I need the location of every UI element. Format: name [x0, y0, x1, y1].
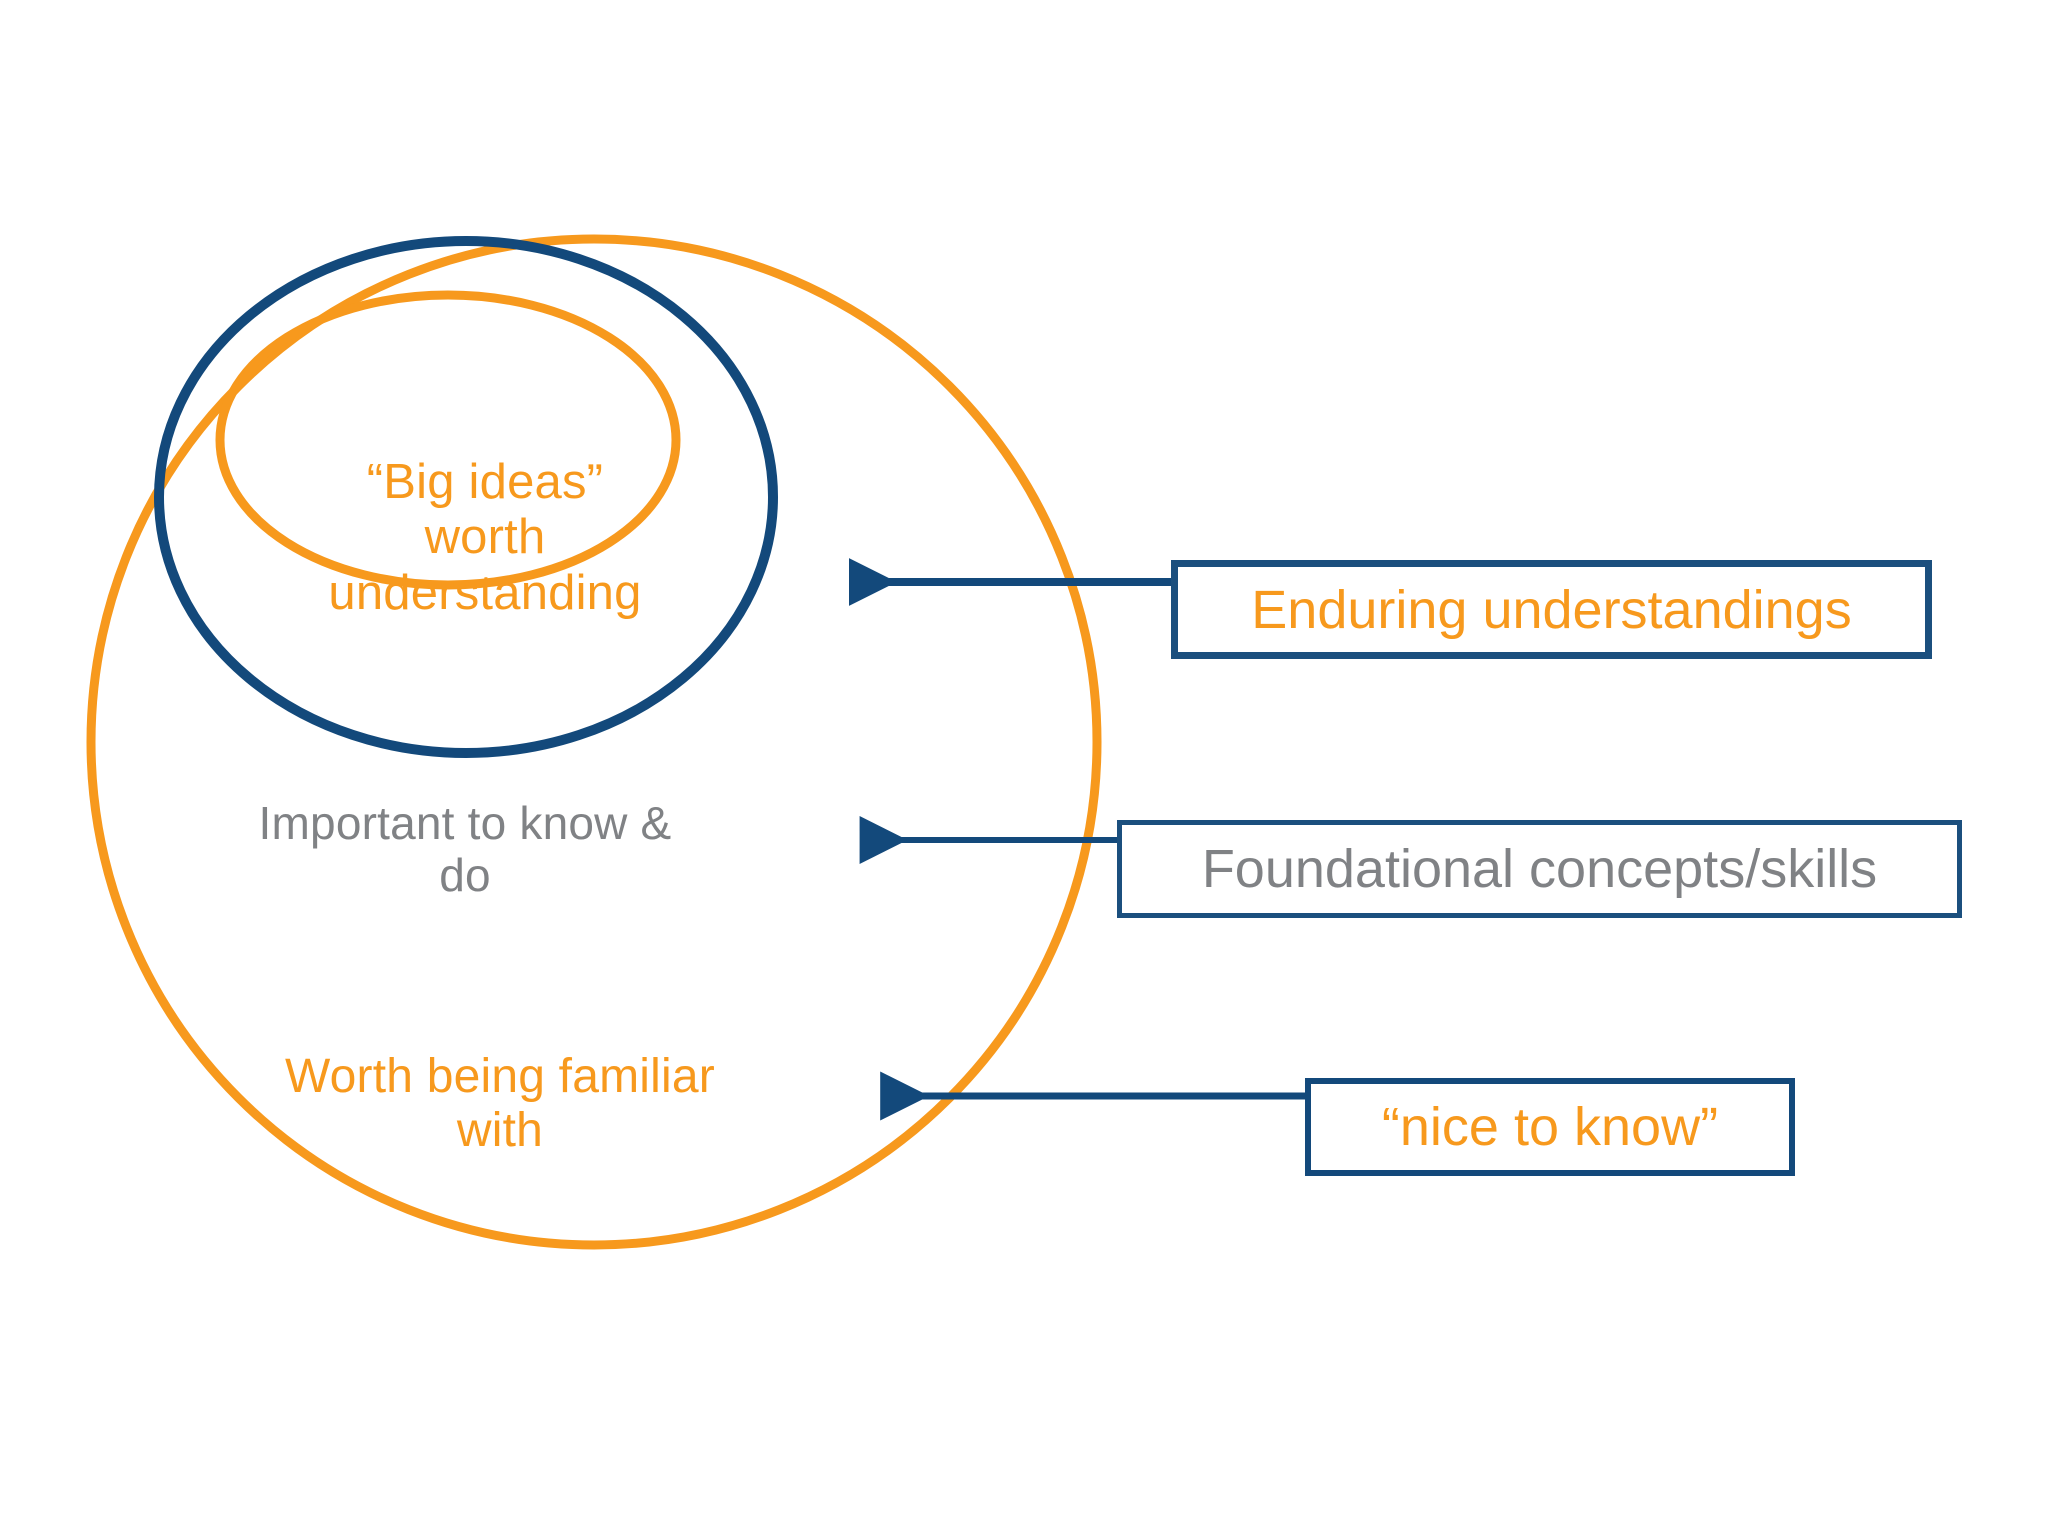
callout-box-enduring-understandings[interactable]: Enduring understandings	[1171, 560, 1932, 659]
ring-label-inner: “Big ideas” worth understanding	[328, 455, 642, 620]
callout-label-nice-to-know: “nice to know”	[1381, 1097, 1719, 1157]
callout-box-nice-to-know[interactable]: “nice to know”	[1305, 1078, 1795, 1176]
callout-box-foundational-concepts[interactable]: Foundational concepts/skills	[1117, 820, 1962, 918]
ring-outer	[86, 234, 1102, 1250]
callout-label-enduring-understandings: Enduring understandings	[1251, 579, 1852, 640]
callout-label-foundational-concepts: Foundational concepts/skills	[1201, 839, 1878, 899]
ring-label-middle: Important to know & do	[258, 797, 672, 901]
ring-middle	[154, 236, 778, 758]
ring-label-outer: Worth being familiar with	[285, 1050, 715, 1158]
ring-inner	[215, 290, 681, 590]
